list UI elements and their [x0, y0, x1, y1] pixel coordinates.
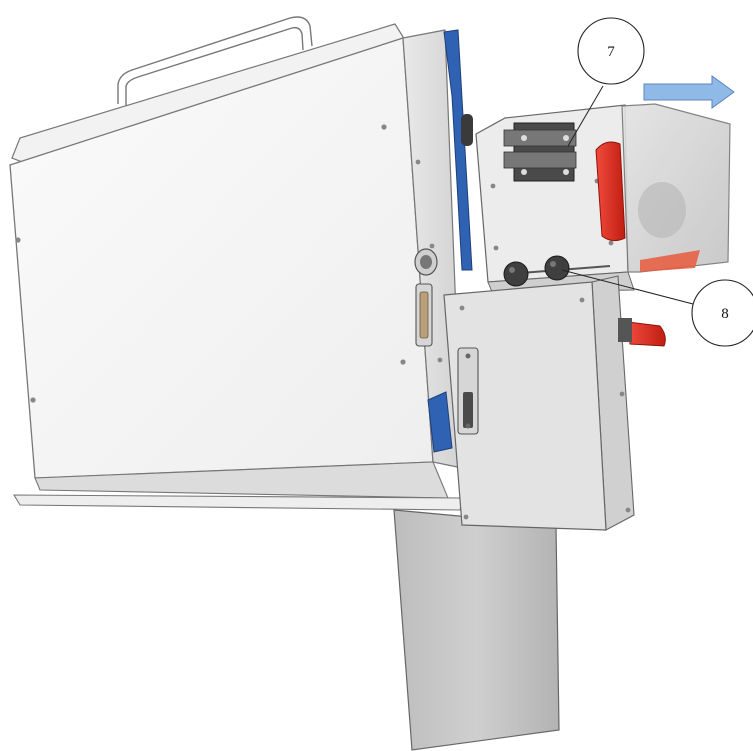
- base-stand: [13, 494, 560, 751]
- db-connector-housing: [415, 283, 433, 347]
- main-housing: [9, 23, 463, 499]
- callout-8-label: 8: [721, 306, 729, 322]
- callout-8: 8: [561, 269, 753, 347]
- leader-line-8: [561, 269, 694, 305]
- arrow-right-icon: [643, 75, 735, 109]
- adjust-knob-left: [503, 261, 529, 287]
- callout-7-circle: [577, 17, 645, 85]
- hinge: [503, 122, 577, 182]
- blue-rail: [427, 29, 473, 453]
- adjust-knob-right: [544, 255, 570, 281]
- print-head-module: [475, 103, 731, 293]
- round-connector: [414, 248, 438, 276]
- electronics-box: [443, 275, 666, 531]
- callout-7: 7: [567, 17, 645, 147]
- db-connector-box: [457, 347, 479, 435]
- red-lever-side: [627, 321, 666, 347]
- electronics-box-front: [443, 281, 607, 531]
- front-screws: [15, 124, 406, 403]
- housing-front-panel: [9, 37, 434, 479]
- vertical-stand: [393, 509, 560, 751]
- red-lever-top: [595, 141, 626, 242]
- box-screws: [459, 297, 631, 520]
- leader-line-7: [567, 85, 604, 147]
- red-lever-mount: [618, 318, 632, 342]
- base-plate: [13, 494, 464, 511]
- callout-8-circle: [691, 279, 753, 347]
- red-band-bottom: [640, 250, 700, 272]
- rail-knob: [461, 114, 473, 146]
- carry-handle: [117, 16, 313, 106]
- callout-7-label: 7: [607, 44, 615, 60]
